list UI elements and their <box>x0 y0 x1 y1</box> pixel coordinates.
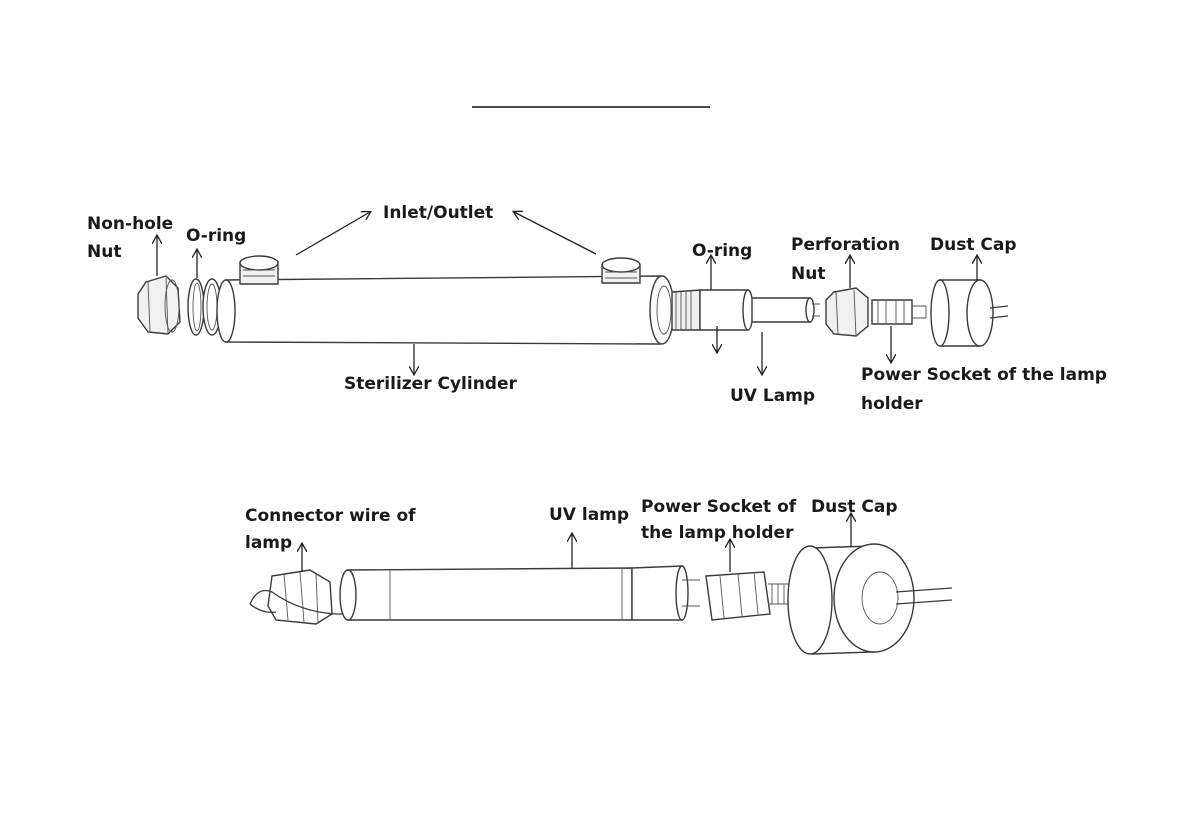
label-inlet-outlet: Inlet/Outlet <box>383 203 493 223</box>
non-hole-nut-part <box>138 276 180 334</box>
label-o-ring-left: O-ring <box>186 226 246 246</box>
label-dust-cap-bottom: Dust Cap <box>811 497 898 517</box>
label-sterilizer-cylinder: Sterilizer Cylinder <box>344 374 518 394</box>
label-connector-wire-line2: lamp <box>245 533 292 553</box>
label-power-socket-line1: Power Socket of the lamp <box>861 365 1107 385</box>
uv-lamp-tube-part <box>340 566 700 620</box>
label-non-hole-nut-line1: Non-hole <box>87 214 173 234</box>
label-connector-wire-line1: Connector wire of <box>245 506 416 526</box>
sterilizer-cylinder-part <box>217 256 674 344</box>
power-socket-bottom-part <box>706 572 790 620</box>
o-ring-right-part <box>672 290 753 330</box>
o-ring-left-part <box>188 279 221 335</box>
uv-lamp-part <box>752 298 820 322</box>
arrow-inlet <box>296 212 370 255</box>
label-perforation-nut-line2: Nut <box>791 264 825 284</box>
bottom-assembly-diagram: Connector wire of lamp UV lamp Power Soc… <box>245 497 952 654</box>
dust-cap-bottom-part <box>788 544 952 654</box>
top-assembly-diagram: Non-hole Nut O-ring Inlet/Outlet O-ring … <box>87 203 1107 414</box>
label-power-socket-bottom-line1: Power Socket of <box>641 497 797 517</box>
label-uv-lamp-bottom: UV lamp <box>549 505 629 525</box>
label-power-socket-line2: holder <box>861 394 923 414</box>
power-socket-part <box>872 300 926 324</box>
label-non-hole-nut-line2: Nut <box>87 242 121 262</box>
perforation-nut-part <box>826 288 868 336</box>
label-uv-lamp-top: UV Lamp <box>730 386 815 406</box>
dust-cap-part <box>931 280 1008 346</box>
label-perforation-nut-line1: Perforation <box>791 235 900 255</box>
arrow-outlet <box>514 212 596 254</box>
label-power-socket-bottom-line2: the lamp holder <box>641 523 794 543</box>
label-dust-cap-top: Dust Cap <box>930 235 1017 255</box>
label-o-ring-right: O-ring <box>692 241 752 261</box>
